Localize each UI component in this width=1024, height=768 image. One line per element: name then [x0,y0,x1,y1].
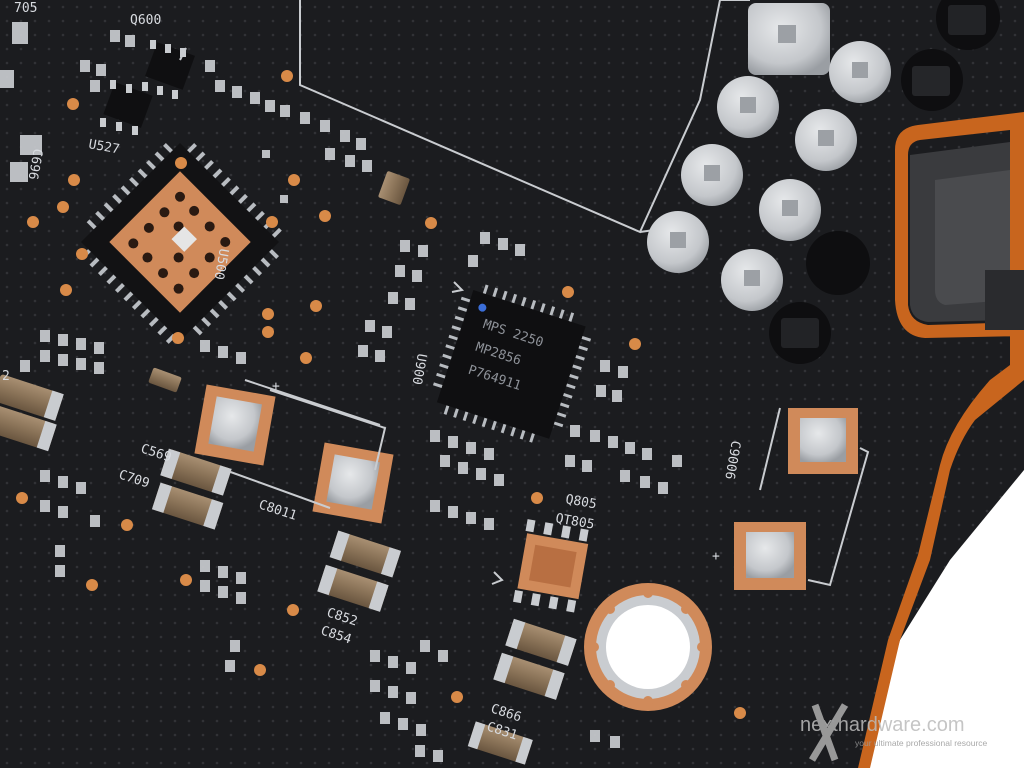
label-qt805: QT805 [554,511,595,533]
label-u500: U500 [211,247,231,280]
label-edge-left: 2 [2,369,10,384]
label-corner-left: 705 [14,1,37,16]
mounting-hole [584,583,712,711]
label-plus-right: + [712,549,720,564]
watermark-brand: nexthardware.com [800,714,965,736]
label-q805: Q805 [564,492,597,512]
smd-pads [0,22,682,762]
label-plus-top: + [272,379,280,394]
label-u900: U900 [409,352,429,385]
label-u527: U527 [87,137,120,157]
watermark-x-icon [808,703,849,762]
capacitor-c8011 [194,384,394,524]
copper-test-points [16,70,746,719]
mlcc-capacitors [0,171,577,765]
mosfet-q805 [513,519,589,613]
chip-mp2856: MPS 2250 MP2856 P764911 [432,284,592,443]
label-c696: C696 [25,147,45,180]
board-edge-orange [858,112,1024,768]
background-offboard [860,470,1024,768]
silk-marks [179,47,504,585]
capacitor-c9006 [734,407,870,590]
chip-u500 [81,143,282,344]
label-c9006: C9006 [721,439,743,480]
watermark-tagline: your ultimate professional resource [855,738,988,748]
through-hole-joints [647,0,1000,364]
watermark-logo: nexthardware.com your ultimate professio… [800,703,988,762]
label-q600: Q600 [130,13,161,28]
